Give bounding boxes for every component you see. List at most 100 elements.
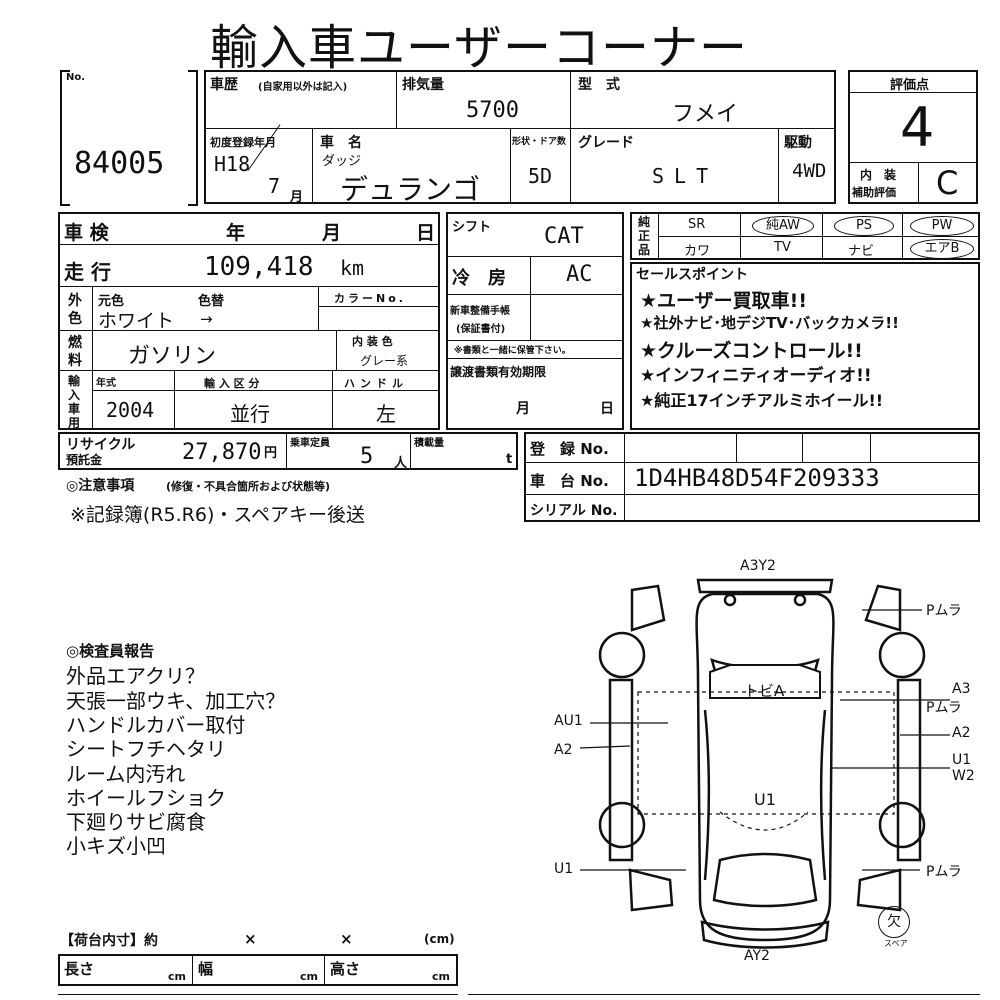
equip-tv: TV <box>774 240 791 255</box>
new-car-docs-label-2: (保証書付) <box>456 324 506 335</box>
color-arrow: → <box>200 310 213 328</box>
drive-label: 駆動 <box>784 135 812 151</box>
diagram-left-u1: U1 <box>554 861 574 877</box>
inspector-line-6: ホイールフショク <box>66 786 226 810</box>
sales-point-1: ★ユーザー買取車!! <box>640 290 807 312</box>
recycle-value: 27,870 <box>182 440 262 465</box>
fuel-side-2: 料 <box>68 353 82 369</box>
front-bumper <box>696 578 834 594</box>
mileage-unit: km <box>340 256 365 280</box>
transfer-day: 日 <box>600 401 614 417</box>
equipment-side-3: 品 <box>638 243 651 257</box>
serial-label: シリアル No. <box>530 503 618 519</box>
diagram-left-au1: AU1 <box>554 713 583 729</box>
recycle-unit: 円 <box>264 446 278 461</box>
grade-label: グレード <box>578 135 634 151</box>
cargo-height-label: 高さ <box>330 960 361 978</box>
right-side-panel <box>896 678 922 862</box>
import-side-2: 入 <box>68 388 81 402</box>
cargo-width-label: 幅 <box>198 960 214 978</box>
model-label: 型 式 <box>578 77 620 93</box>
inspector-line-5: ルーム内汚れ <box>66 762 186 786</box>
sales-point-5: ★純正17インチアルミホイール!! <box>640 391 884 410</box>
equip-sr: SR <box>688 217 706 232</box>
car-name-label: 車 名 <box>320 135 362 151</box>
header-grid <box>204 70 836 204</box>
inspector-line-2: 天張一部ウキ、加工穴？ <box>66 689 286 713</box>
body-outline <box>695 592 835 942</box>
sales-point-3: ★クルーズコントロール!! <box>640 340 863 362</box>
equip-aw: 純AW <box>752 216 814 236</box>
inspection-label: 車 検 <box>64 222 109 244</box>
color-side-1: 外 <box>68 293 82 309</box>
equip-navi: ナビ <box>848 244 875 259</box>
left-front-door-panel <box>630 584 666 632</box>
recycle-label-2: 預託金 <box>66 453 103 467</box>
spare-label: スペア <box>884 939 908 948</box>
first-reg-month: 7 <box>268 174 281 198</box>
cargo-unit: (cm) <box>424 932 455 946</box>
capacity-value: 5 <box>360 444 374 469</box>
notes-label: ◎注意事項 <box>66 478 135 494</box>
sales-label: セールスポイント <box>636 267 748 283</box>
handle-value: 左 <box>376 402 396 426</box>
load-label: 積載量 <box>414 438 444 449</box>
capacity-label: 乗車定員 <box>290 438 330 449</box>
equip-pw: PW <box>910 216 974 236</box>
sales-point-4: ★インフィニティオーディオ!! <box>640 366 872 386</box>
lot-bracket-right <box>188 70 198 206</box>
handle-label: ハンドル <box>344 377 408 390</box>
recycle-grid <box>58 432 518 470</box>
left-side-panel <box>608 678 634 862</box>
diagram-roof-label: トビA <box>744 682 785 700</box>
aircon-value: AC <box>566 262 593 287</box>
wheel-rear-right <box>878 801 926 849</box>
notes-text: ※記録簿(R5.R6)・スペアキー後送 <box>70 504 366 526</box>
import-year-label: 年式 <box>96 378 116 389</box>
interior-score-label-1: 内 装 <box>860 168 897 182</box>
left-rear-panel <box>628 868 674 912</box>
inspector-line-8: 小キズ小凹 <box>66 834 166 858</box>
sales-point-2: ★社外ナビ･地デジTV･バックカメラ!! <box>640 314 899 332</box>
interior-score-label-2: 補助評価 <box>852 186 896 199</box>
import-type-value: 並行 <box>230 402 270 426</box>
equip-ps: PS <box>834 216 894 236</box>
cargo-x2: × <box>340 930 353 948</box>
interior-color-value: グレー系 <box>360 354 409 368</box>
cargo-length-label: 長さ <box>64 960 95 978</box>
inspection-month: 月 <box>322 222 342 244</box>
color-code-label: カラーNo. <box>334 292 406 305</box>
diagram-right-a2: A2 <box>952 725 971 741</box>
color-value: ホワイト <box>98 310 175 332</box>
wheel-front-right <box>878 631 926 679</box>
diagram-right-p1: Pムラ <box>926 603 962 619</box>
doors-label: 形状・ドア数 <box>512 137 567 147</box>
diagram-right-p3: Pムラ <box>926 864 962 880</box>
import-side-3: 車 <box>68 402 81 416</box>
cargo-grid <box>58 954 458 986</box>
inspection-day: 日 <box>416 222 436 244</box>
cargo-width-cm: cm <box>300 970 318 983</box>
history-label: 車歴 <box>210 77 238 93</box>
diagram-right-u1: U1 <box>952 752 972 768</box>
score-label: 評価点 <box>890 78 930 93</box>
lot-bracket <box>60 70 70 206</box>
spare-circle: 欠 <box>878 906 910 938</box>
diagram-left-a2: A2 <box>554 742 573 758</box>
sales-box <box>630 262 980 430</box>
lot-no-label: No. <box>66 72 86 83</box>
equip-leather: カワ <box>684 244 711 259</box>
mileage-value: 109,418 <box>204 252 314 282</box>
color-side-2: 色 <box>68 311 82 327</box>
displacement-value: 5700 <box>466 98 519 123</box>
model-value: フメイ <box>672 102 739 127</box>
interior-color-label: 内 装 色 <box>352 335 393 348</box>
score-value: 4 <box>900 96 935 159</box>
right-rear-panel <box>856 868 902 912</box>
fuel-side-1: 燃 <box>68 335 82 351</box>
inspector-line-7: 下廻りサビ腐食 <box>66 810 206 834</box>
equipment-side-1: 純 <box>638 215 651 229</box>
diagram-front-label: A3Y2 <box>740 558 776 574</box>
cargo-x1: × <box>244 930 257 948</box>
car-name-value: デュランゴ <box>340 173 481 206</box>
